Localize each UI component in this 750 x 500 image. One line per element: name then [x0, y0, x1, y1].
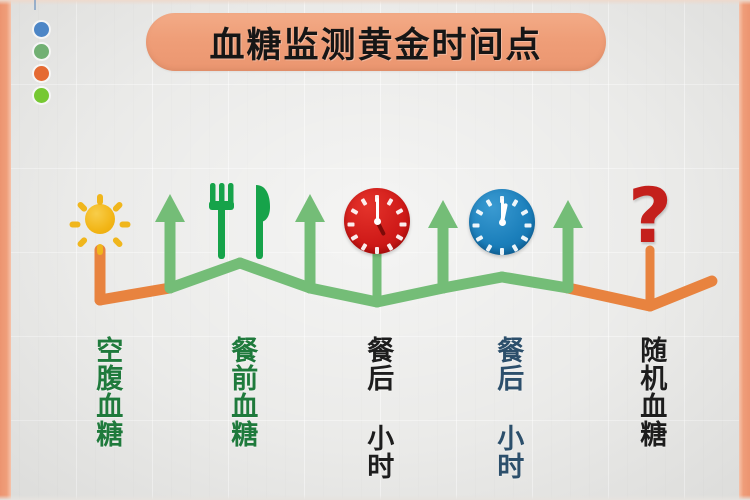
- clock-pivot: [498, 218, 506, 226]
- page-title: 血糖监测黄金时间点: [209, 25, 543, 66]
- title-banner: 血糖监测黄金时间点: [146, 13, 606, 71]
- sun-icon: [69, 188, 131, 255]
- frame-stripe-right: [739, 0, 750, 500]
- clock-tick: [520, 209, 529, 216]
- clock-pivot: [373, 217, 381, 225]
- clock-tick: [511, 198, 519, 208]
- clock-tick: [475, 209, 484, 216]
- legend-dot-sage: [34, 44, 49, 59]
- label-fasting: 空腹血糖: [91, 336, 123, 448]
- label-pre-meal: 餐前血糖: [226, 336, 258, 448]
- clock-tick: [485, 198, 493, 208]
- sun-ray: [76, 236, 89, 249]
- sun-ray: [111, 200, 124, 213]
- cutlery-icon: [194, 183, 286, 261]
- frame-stripe-bottom: [0, 495, 750, 500]
- clock-tick: [395, 234, 404, 241]
- clock-tick: [399, 222, 407, 227]
- clock-tick: [511, 243, 519, 253]
- label-post-meal-1: 餐后 小时: [362, 336, 394, 480]
- legend-bracket-icon: [34, 0, 50, 10]
- sun-core: [85, 204, 115, 234]
- clock-tick: [395, 208, 404, 215]
- legend-dot-blue: [34, 22, 49, 37]
- clock-tick: [524, 223, 532, 228]
- clock-tick: [500, 248, 504, 255]
- clock-tick: [472, 223, 480, 228]
- cutlery-glyph: [209, 183, 270, 259]
- clock-red-face: [344, 188, 410, 254]
- label-random: 随机血糖: [635, 336, 667, 448]
- question-mark-icon: ?: [627, 171, 673, 260]
- legend-dot-green: [34, 88, 49, 103]
- clock-tick: [520, 235, 529, 242]
- clock-blue-face: [469, 189, 535, 255]
- sun-ray: [97, 244, 103, 255]
- clock-tick: [485, 243, 493, 253]
- sun-ray: [111, 236, 124, 249]
- clock-tick: [375, 247, 379, 254]
- clock-tick: [475, 235, 484, 242]
- sun-ray: [97, 194, 103, 205]
- clock-tick: [360, 197, 368, 207]
- clock-tick: [347, 222, 355, 227]
- clock-tick: [360, 242, 368, 252]
- clock-tick: [350, 234, 359, 241]
- clock-tick: [350, 208, 359, 215]
- clock-minute-hand: [375, 198, 379, 221]
- sun-ray: [119, 221, 131, 228]
- legend-dot-orange: [34, 66, 49, 81]
- clock-red-icon: [344, 188, 410, 254]
- clock-blue-icon: [469, 189, 535, 255]
- clock-tick: [386, 197, 394, 207]
- sun-ray: [69, 221, 81, 228]
- frame-stripe-left: [0, 0, 11, 500]
- title-pill-background: [146, 13, 606, 71]
- label-post-meal-2: 餐后 小时: [492, 336, 524, 480]
- frame-stripe-top: [0, 0, 750, 5]
- clock-tick: [386, 242, 394, 252]
